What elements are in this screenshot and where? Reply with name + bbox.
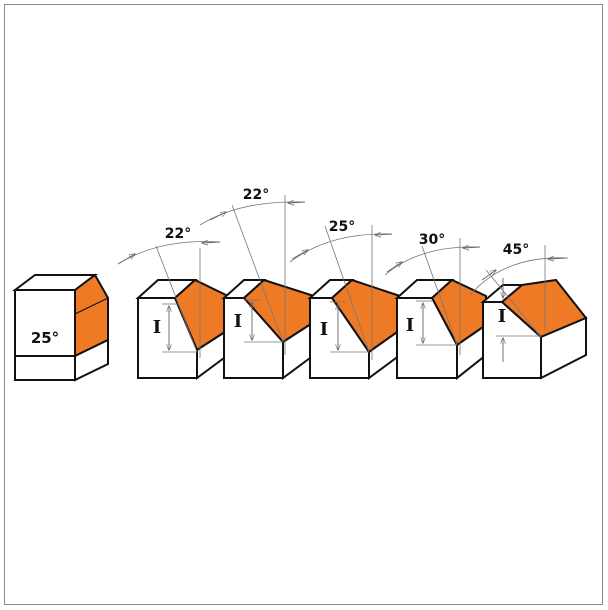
profile-3-height-label: I [320, 319, 328, 340]
profile-4-height-label: I [406, 315, 414, 336]
profile-1-angle-label: 22° [165, 226, 191, 242]
profile-5-angle-label: 45° [503, 242, 529, 258]
profile-3: I 25° [289, 219, 401, 380]
outer-frame [4, 4, 603, 605]
profile-4: I 30° [384, 232, 487, 381]
profile-4-angle-arc [384, 246, 481, 276]
profile-4-front [396, 297, 458, 379]
reference-block: 25° [12, 273, 109, 382]
profile-5-front [482, 301, 542, 379]
profile-2-angle-label: 22° [243, 187, 269, 203]
profile-4-angle-label: 30° [419, 232, 445, 248]
profile-5: I 45° [469, 242, 588, 380]
profile-5-height-label: I [498, 306, 506, 327]
reference-angle-label: 25° [31, 329, 59, 347]
profile-2-angle-arc [199, 201, 306, 226]
profile-5-angle-arc [469, 257, 569, 296]
profile-3-angle-label: 25° [329, 219, 355, 235]
profile-1: I 22° [117, 226, 229, 380]
profile-3-angle-arc [289, 233, 393, 263]
profile-1-height-label: I [153, 317, 161, 338]
profile-2: I 22° [199, 187, 315, 380]
profile-2-height-label: I [234, 311, 242, 332]
profile-1-angle-arc [117, 241, 221, 265]
reference-block-front [14, 289, 76, 381]
